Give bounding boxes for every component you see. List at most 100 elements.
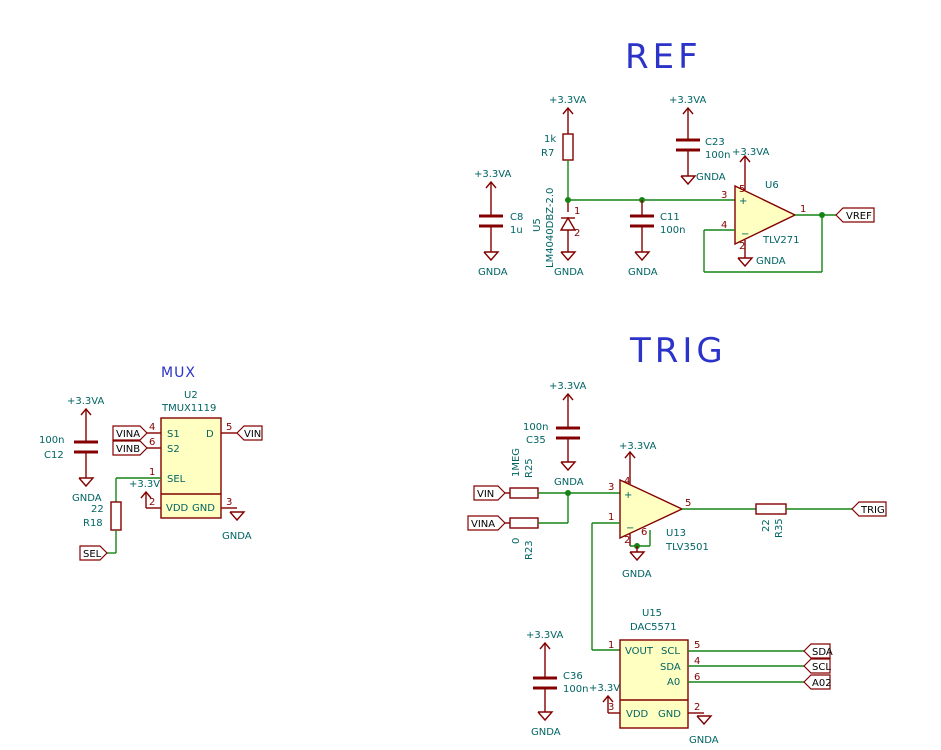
resistor-r7[interactable]: 1k R7 (541, 124, 574, 200)
c8-ref: C8 (510, 212, 523, 223)
u6-pin3: 3 (721, 190, 727, 201)
u13-pin1: 1 (608, 512, 614, 523)
capacitor-c36[interactable]: +3.3VA C36 100n GNDA (526, 630, 588, 738)
u2-value: TMUX1119 (161, 403, 216, 414)
trig-label-text: TRIG (860, 505, 885, 516)
vina-label-text: VINA (471, 519, 495, 530)
u15-vout: VOUT (625, 646, 654, 657)
a02-label-text: A02 (812, 678, 832, 689)
vin-label-text: VIN (477, 489, 494, 500)
gnd-label: GNDA (222, 531, 252, 542)
gnd-label: GNDA (622, 569, 652, 580)
dac-u15[interactable]: U15 DAC5571 VOUT SCL SDA A0 VDD GND 1 5 … (589, 608, 804, 746)
gnd-label: GNDA (696, 172, 726, 183)
u2-sel: SEL (167, 474, 186, 485)
sel-label-text: SEL (83, 549, 102, 560)
u13-pin2: 2 (624, 535, 630, 546)
global-label-a02[interactable]: A02 (803, 674, 832, 690)
section-title-mux: MUX (161, 365, 196, 381)
power-label: +3.3V (129, 479, 160, 490)
c36-ref: C36 (563, 671, 583, 682)
power-label: +3.3V (589, 683, 620, 694)
mux-section: +3.3VA 100n C12 GNDA U2 TMUX1119 S1 S2 D… (39, 390, 263, 561)
c23-ref: C23 (705, 137, 725, 148)
power-symbol-r7: +3.3VA (549, 95, 586, 124)
r23-ref: R23 (524, 540, 535, 560)
r7-value: 1k (544, 134, 556, 145)
u13-pin6: 6 (641, 527, 647, 538)
trig-section: +3.3VA 100n C35 GNDA VIN 1MEG R25 (467, 381, 887, 746)
resistor-r18[interactable]: 22 R18 (83, 477, 161, 554)
u15-pin5: 5 (694, 640, 700, 651)
c11-value: 100n (660, 225, 685, 236)
c23-value: 100n (705, 150, 730, 161)
u2-s2: S2 (167, 444, 180, 455)
u2-pin6: 6 (149, 437, 155, 448)
u15-a0: A0 (667, 677, 680, 688)
global-label-scl[interactable]: SCL (803, 658, 831, 674)
vref-label-text: VREF (846, 211, 872, 222)
resistor-r25[interactable]: 1MEG R25 (505, 448, 620, 499)
c11-ref: C11 (660, 212, 680, 223)
u15-vdd: VDD (626, 709, 649, 720)
plus-sign: + (624, 490, 632, 501)
capacitor-c35[interactable]: +3.3VA 100n C35 GNDA (523, 381, 586, 488)
power-label: +3.3VA (526, 630, 563, 641)
u15-gnd: GND (658, 709, 681, 720)
u6-pin4: 4 (721, 220, 727, 231)
section-title-ref: REF (625, 37, 702, 77)
resistor-r35[interactable]: 22 R35 (682, 503, 852, 538)
mux-u2[interactable]: U2 TMUX1119 S1 S2 D SEL VDD GND 4 6 5 1 … (129, 390, 252, 542)
global-label-vinb-mux[interactable]: VINB (112, 440, 161, 456)
global-label-vin-mux[interactable]: VIN (236, 425, 263, 441)
u2-d: D (206, 429, 214, 440)
power-label: +3.3VA (549, 95, 586, 106)
u6-ref: U6 (765, 180, 779, 191)
capacitor-c11[interactable]: C11 100n GNDA (628, 200, 685, 278)
global-label-sel[interactable]: SEL (79, 545, 108, 561)
capacitor-c8[interactable]: +3.3VA C8 1u GNDA (474, 169, 523, 278)
r25-ref: R25 (524, 458, 535, 478)
u13-ref: U13 (666, 528, 686, 539)
comparator-u13[interactable]: + − 3 1 5 +3.3VA 4 2 6 GNDA U13 TLV3501 (608, 441, 709, 580)
global-label-vina-trig[interactable]: VINA (467, 515, 506, 531)
r18-ref: R18 (83, 518, 103, 529)
u5-pin2: 2 (574, 228, 580, 239)
scl-label-text: SCL (812, 662, 831, 673)
global-label-trig[interactable]: TRIG (851, 501, 887, 517)
opamp-u6[interactable]: + − 3 4 1 +3.3VA 5 2 GNDA U6 TLV271 (703, 147, 836, 273)
u2-s1: S1 (167, 429, 180, 440)
gnd-label: GNDA (554, 267, 584, 278)
resistor-r23[interactable]: 0 R23 (505, 493, 569, 560)
u2-pin4: 4 (149, 422, 155, 433)
u15-pin3: 3 (608, 702, 614, 713)
gnd-label: GNDA (554, 477, 584, 488)
r35-value: 22 (761, 519, 772, 532)
u5-pin1: 1 (574, 206, 580, 217)
u6-pin1: 1 (800, 204, 806, 215)
capacitor-c23[interactable]: +3.3VA C23 100n GNDA (669, 95, 730, 186)
capacitor-c12[interactable]: +3.3VA 100n C12 GNDA (39, 396, 104, 504)
r7-ref: R7 (541, 148, 554, 159)
global-label-vin-trig[interactable]: VIN (473, 485, 506, 501)
c12-value: 100n (39, 435, 64, 446)
u2-pin5: 5 (226, 422, 232, 433)
global-label-vina-mux[interactable]: VINA (112, 425, 161, 441)
c8-value: 1u (510, 225, 523, 236)
power-label: +3.3VA (732, 147, 769, 158)
r25-value: 1MEG (511, 448, 522, 477)
global-label-sda[interactable]: SDA (803, 643, 833, 659)
u5-value: LM4040DBZ-2.0 (545, 188, 556, 268)
global-label-vref[interactable]: VREF (835, 207, 875, 223)
u15-pin2: 2 (694, 702, 700, 713)
zener-u5[interactable]: 1 2 U5 LM4040DBZ-2.0 GNDA (532, 188, 584, 278)
u2-vdd: VDD (166, 503, 189, 514)
vin-mux-text: VIN (244, 429, 261, 440)
c12-ref: C12 (44, 450, 64, 461)
sda-label-text: SDA (812, 647, 833, 658)
u13-pin3: 3 (608, 482, 614, 493)
u13-value: TLV3501 (665, 542, 709, 553)
u6-value: TLV271 (762, 235, 800, 246)
u15-pin4: 4 (694, 656, 700, 667)
